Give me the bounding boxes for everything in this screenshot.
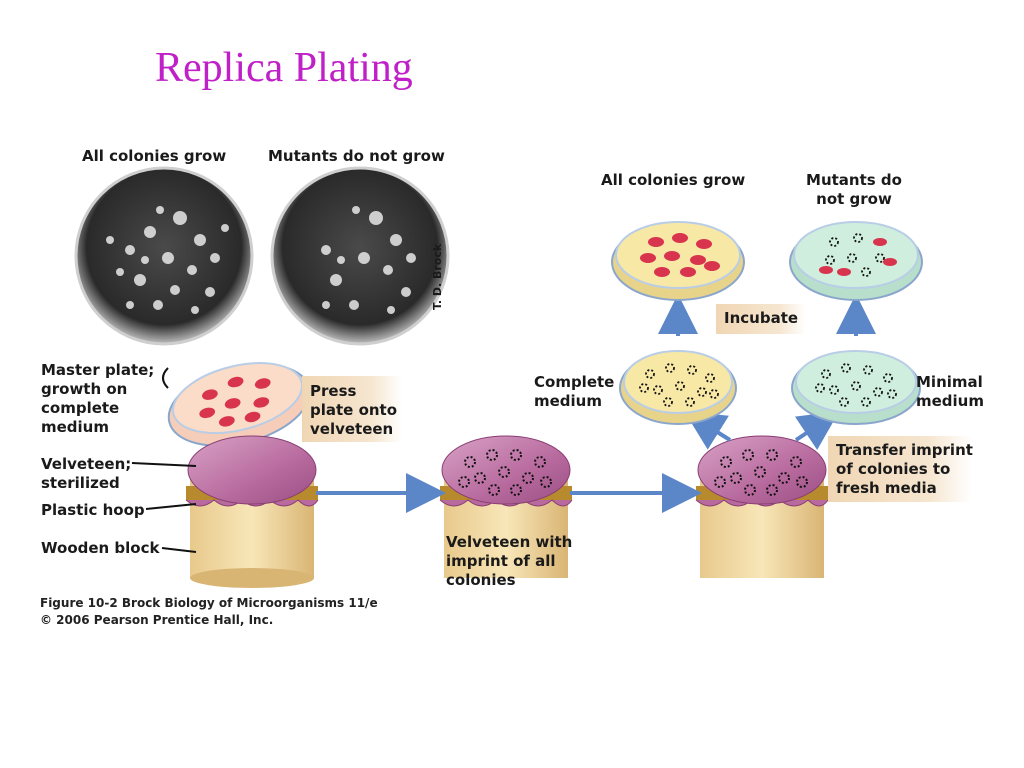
photo-credit: T. D. Brock — [431, 243, 444, 310]
photo-label-all-grow: All colonies grow — [82, 147, 227, 165]
plastic-hoop-label: Plastic hoop — [41, 501, 145, 519]
slide-title: Replica Plating — [155, 45, 413, 91]
velveteen-imprint-label: Velveteen with imprint of all colonies — [446, 533, 573, 589]
velveteen-block-1 — [185, 435, 319, 588]
master-plate-label: Master plate; growth on complete medium — [41, 361, 155, 436]
press-label: Press plate onto velveteen — [310, 382, 398, 438]
top-all-grow-label: All colonies grow — [601, 171, 746, 189]
photo-plate-all-grow — [74, 166, 254, 346]
complete-medium-label: Complete medium — [534, 373, 615, 410]
velveteen-label: Velveteen; sterilized — [41, 455, 132, 492]
top-mutants-label: Mutants do not grow — [806, 171, 902, 208]
arrow-to-minimal — [794, 411, 840, 450]
velveteen-block-2 — [439, 435, 573, 578]
transfer-label: Transfer imprint of colonies to fresh me… — [836, 441, 973, 497]
arrow-to-complete — [684, 411, 732, 450]
result-plate-mutants — [789, 221, 923, 301]
master-plate — [167, 362, 311, 447]
photo-plate-mutants — [270, 166, 450, 346]
minimal-medium-label: Minimal medium — [916, 373, 984, 410]
minimal-medium-plate — [791, 350, 921, 425]
caption-line-2: © 2006 Pearson Prentice Hall, Inc. — [40, 613, 274, 627]
result-plate-all-grow — [611, 221, 745, 301]
velveteen-block-3 — [695, 435, 829, 578]
press-box — [302, 376, 402, 442]
caption-line-1: Figure 10-2 Brock Biology of Microorgani… — [40, 596, 378, 610]
figure-caption: Figure 10-2 Brock Biology of Microorgani… — [40, 595, 378, 629]
incubate-label: Incubate — [724, 309, 799, 327]
wooden-block-label: Wooden block — [41, 539, 160, 557]
transfer-box — [828, 436, 972, 502]
complete-medium-plate — [619, 350, 737, 425]
incubate-box — [716, 304, 806, 334]
photo-label-mutants: Mutants do not grow — [268, 147, 445, 165]
